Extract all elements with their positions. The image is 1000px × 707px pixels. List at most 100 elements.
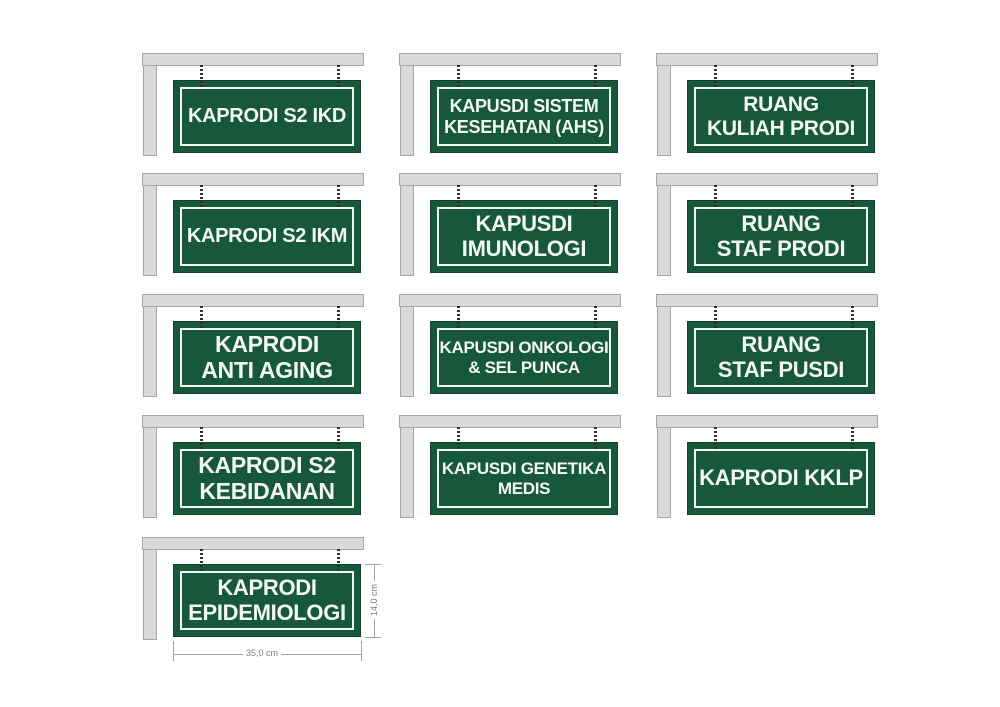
sign-inner-border: KAPRODI S2 IKM <box>180 207 354 266</box>
bracket-arm <box>399 415 621 428</box>
hanging-chain-left <box>200 306 203 329</box>
bracket-post <box>143 173 157 276</box>
hanging-chain-left <box>200 549 203 572</box>
width-dimension-label: 35,0 cm <box>243 648 282 658</box>
hanging-chain-right <box>594 185 597 208</box>
sign-text: KAPRODI S2 IKD <box>187 105 347 128</box>
bracket-arm <box>656 294 878 307</box>
height-dimension-extension-top <box>365 564 381 565</box>
hanging-chain-left <box>200 185 203 208</box>
bracket-post <box>143 294 157 397</box>
bracket-post <box>400 173 414 276</box>
sign-unit-kapusdi-onkologi-sel-punca: KAPUSDI ONKOLOGI& SEL PUNCA <box>399 294 639 414</box>
width-dimension-extension-left <box>173 641 174 661</box>
hanging-chain-left <box>457 306 460 329</box>
bracket-arm <box>142 415 364 428</box>
height-dimension-extension-bottom <box>365 637 381 638</box>
bracket-post <box>657 173 671 276</box>
sign-inner-border: KAPUSDI ONKOLOGI& SEL PUNCA <box>437 328 611 387</box>
hanging-chain-right <box>337 306 340 329</box>
hanging-chain-right <box>851 427 854 450</box>
hanging-chain-left <box>714 185 717 208</box>
sign-text: KAPRODI S2 IKM <box>186 225 348 248</box>
bracket-arm <box>142 53 364 66</box>
bracket-post <box>400 415 414 518</box>
hanging-chain-left <box>457 185 460 208</box>
bracket-arm <box>142 537 364 550</box>
sign-board: KAPRODI S2 IKM <box>173 200 361 273</box>
bracket-arm <box>656 415 878 428</box>
hanging-chain-right <box>594 306 597 329</box>
sign-board: KAPRODI KKLP <box>687 442 875 515</box>
sign-inner-border: KAPRODI S2 IKD <box>180 87 354 146</box>
bracket-post <box>143 53 157 156</box>
sign-board: KAPRODI S2 IKD <box>173 80 361 153</box>
sign-text: KAPRODI KKLP <box>699 465 863 491</box>
bracket-arm <box>142 173 364 186</box>
hanging-chain-right <box>851 306 854 329</box>
height-dimension-label: 14,0 cm <box>369 580 380 620</box>
hanging-chain-right <box>337 427 340 450</box>
bracket-arm <box>399 294 621 307</box>
hanging-chain-right <box>851 185 854 208</box>
bracket-post <box>143 415 157 518</box>
hanging-chain-left <box>200 427 203 450</box>
hanging-chain-left <box>714 65 717 88</box>
sign-inner-border: KAPRODI KKLP <box>694 449 868 508</box>
hanging-chain-left <box>714 427 717 450</box>
hanging-chain-right <box>594 427 597 450</box>
bracket-post <box>657 294 671 397</box>
bracket-post <box>143 537 157 640</box>
hanging-chain-right <box>851 65 854 88</box>
bracket-arm <box>399 173 621 186</box>
hanging-chain-left <box>457 65 460 88</box>
width-dimension-extension-right <box>361 641 362 661</box>
hanging-chain-right <box>594 65 597 88</box>
hanging-chain-left <box>457 427 460 450</box>
hanging-chain-right <box>337 65 340 88</box>
hanging-chain-left <box>200 65 203 88</box>
bracket-arm <box>399 53 621 66</box>
sign-unit-kaprodi-kklp: KAPRODI KKLP <box>656 415 896 535</box>
hanging-chain-right <box>337 185 340 208</box>
bracket-arm <box>656 173 878 186</box>
bracket-post <box>657 53 671 156</box>
bracket-post <box>400 53 414 156</box>
sign-text: KAPUSDI ONKOLOGI& SEL PUNCA <box>439 338 609 377</box>
bracket-post <box>400 294 414 397</box>
sign-unit-kaprodi-s2-ikd: KAPRODI S2 IKD <box>142 53 382 173</box>
sign-unit-kaprodi-s2-ikm: KAPRODI S2 IKM <box>142 173 382 293</box>
